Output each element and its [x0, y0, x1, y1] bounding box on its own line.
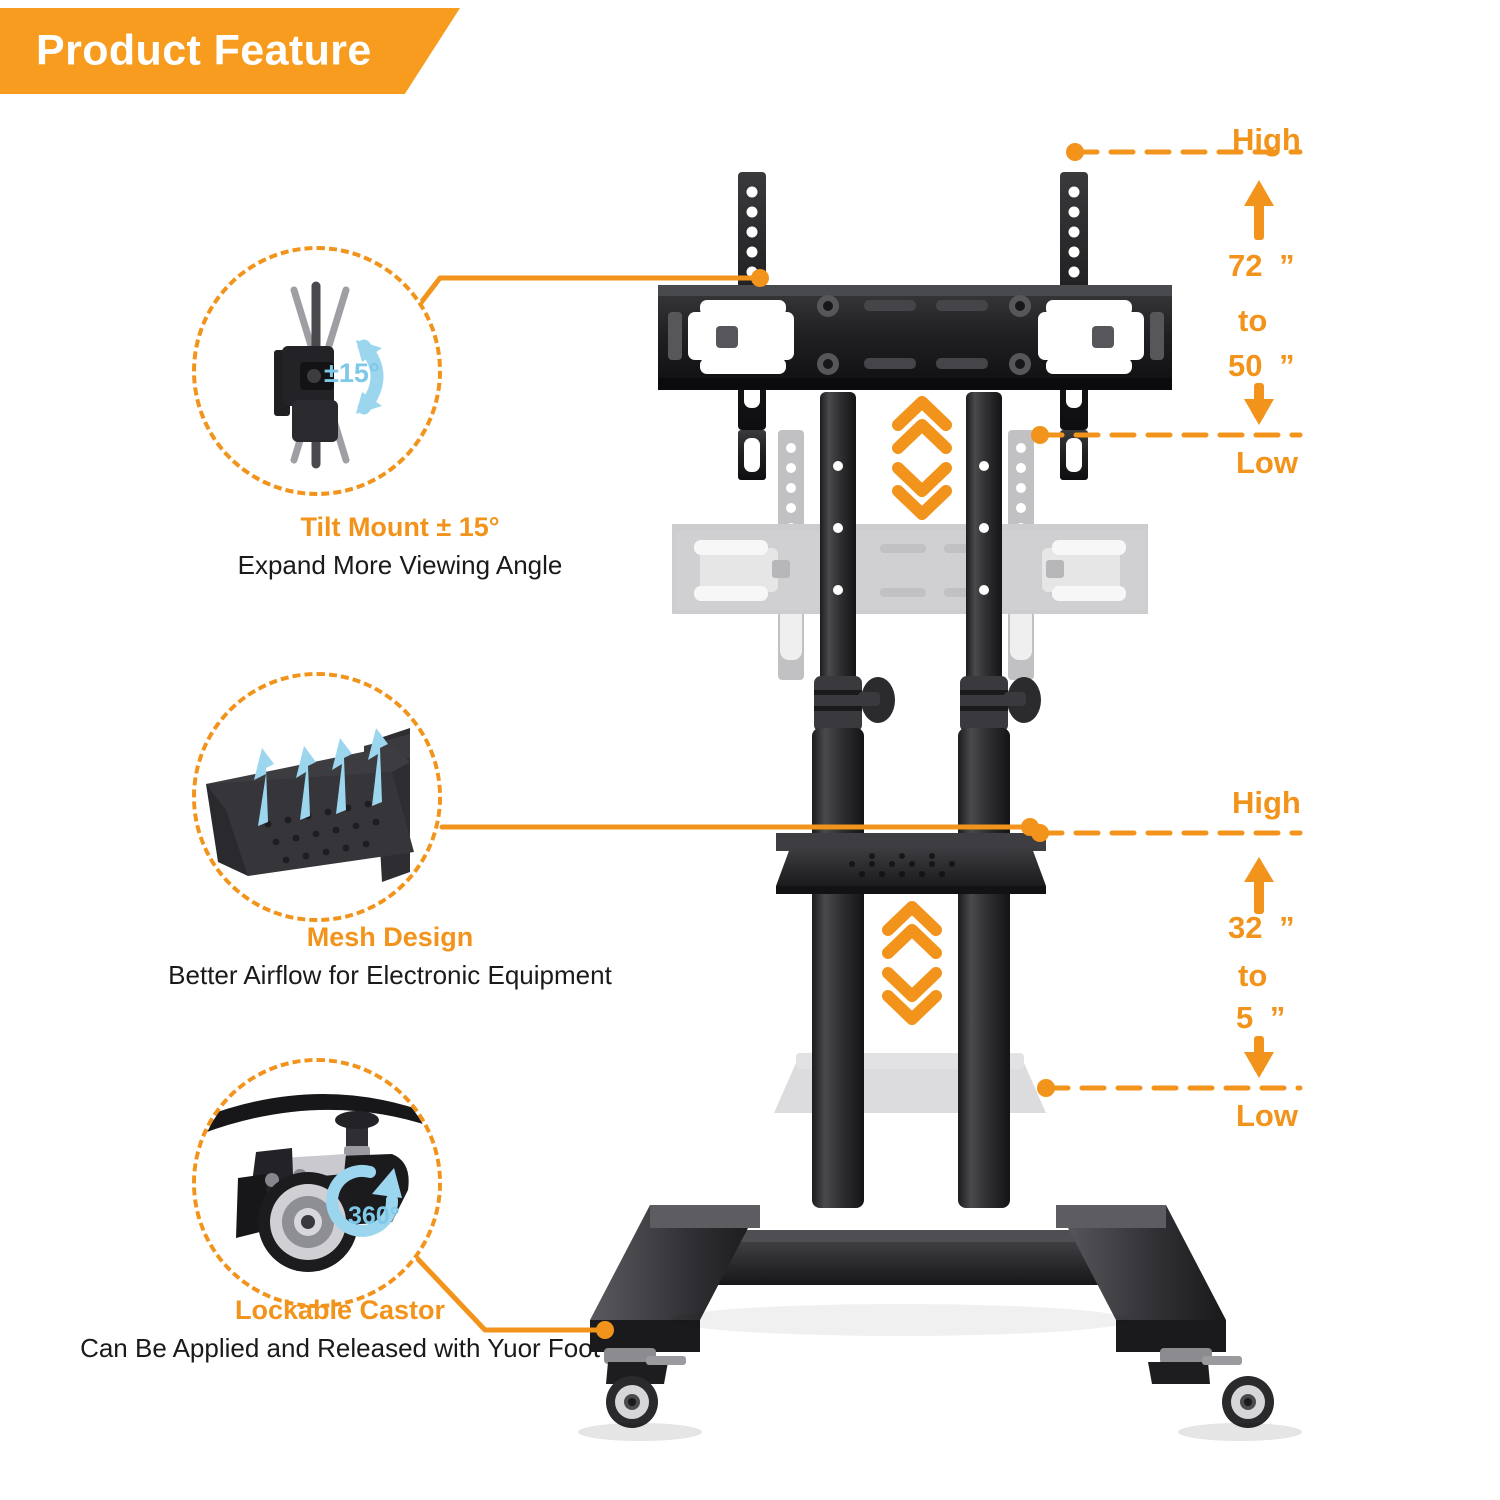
connector-tilt-mount — [397, 275, 763, 333]
mesh-design-title: Mesh Design — [306, 922, 474, 952]
tilt-angle-badge: ±15° — [324, 358, 380, 388]
mesh-design-inset — [192, 672, 442, 922]
telescoping-poles — [812, 392, 1041, 1208]
tv-min-value: 50 ” — [1228, 348, 1295, 384]
shelf-max-number: 32 — [1228, 910, 1263, 945]
ribbon-shape — [0, 8, 460, 94]
connector-dot-tilt — [751, 269, 769, 287]
tv-max-value: 72 ” — [1228, 248, 1295, 284]
arrow-up-icon-tv — [1244, 180, 1274, 240]
lockable-castor-title: Lockable Castor — [234, 1295, 446, 1325]
tv-low-label: Low — [1236, 445, 1298, 480]
header-ribbon: Product Feature — [0, 8, 460, 94]
guide-dot-shelf-low — [1037, 1079, 1055, 1097]
rotation-badge: 360° — [348, 1202, 400, 1230]
tv-min-unit: ” — [1279, 348, 1295, 383]
tilt-mount-image — [274, 281, 384, 469]
tilt-mount-subtitle: Expand More Viewing Angle — [237, 550, 563, 580]
height-adjust-chevrons-upper — [892, 396, 952, 520]
airflow-arrows-icon — [254, 728, 388, 826]
lockable-castor-image — [196, 1062, 438, 1304]
tilt-mount-inset: ±15° — [192, 246, 442, 496]
tv-high-label: High — [1232, 122, 1301, 157]
tv-max-number: 72 — [1228, 248, 1263, 283]
lockable-castor-inset: 360° — [192, 1058, 442, 1308]
lockable-castor-subtitle: Can Be Applied and Released with Yuor Fo… — [80, 1333, 600, 1363]
guide-dot-tv-high — [1066, 143, 1084, 161]
mesh-design-image — [196, 676, 438, 918]
mesh-design-subtitle: Better Airflow for Electronic Equipment — [168, 960, 612, 990]
guide-dot-tv-low — [1031, 426, 1049, 444]
shelf-min-number: 5 — [1236, 1000, 1254, 1035]
shelf-min-value: 5 ” — [1236, 1000, 1285, 1036]
tv-max-unit: ” — [1279, 248, 1295, 283]
arrow-up-icon-shelf — [1244, 857, 1274, 914]
height-adjust-chevrons-lower — [882, 901, 942, 1025]
shelf-range-connector: to — [1238, 958, 1268, 993]
upper-shelf — [776, 833, 1046, 894]
shelf-max-value: 32 ” — [1228, 910, 1295, 946]
ghost-lower-shelf — [774, 1053, 1046, 1113]
tilt-mount-title: Tilt Mount ± 15° — [300, 512, 500, 542]
shelf-max-unit: ” — [1279, 910, 1295, 945]
tv-min-number: 50 — [1228, 348, 1263, 383]
arrow-down-icon-shelf — [1244, 1036, 1274, 1078]
connector-dot-mesh — [1021, 818, 1039, 836]
guide-dot-shelf-high — [1031, 824, 1049, 842]
arrow-down-icon-tv — [1244, 383, 1274, 425]
shelf-high-label: High — [1232, 785, 1301, 820]
castor-right — [1148, 1348, 1274, 1428]
tv-range-connector: to — [1238, 303, 1268, 338]
cart-base — [578, 1205, 1302, 1441]
page-title: Product Feature — [36, 26, 372, 75]
tv-mount-bracket — [658, 172, 1172, 480]
shelf-low-label: Low — [1236, 1098, 1298, 1133]
shelf-min-unit: ” — [1269, 1000, 1286, 1035]
